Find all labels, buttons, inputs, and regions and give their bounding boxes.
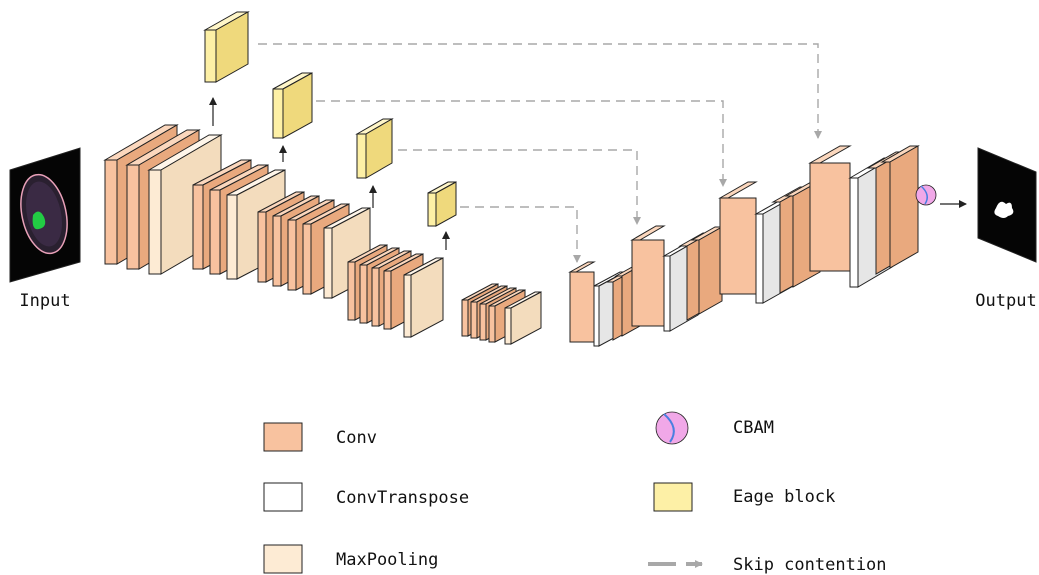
- encoder-stage-4: [348, 245, 443, 337]
- input-label: Input: [19, 291, 70, 311]
- legend-swatch-maxpool: [264, 545, 302, 573]
- legend-label-convtranspose: ConvTranspose: [336, 488, 469, 508]
- legend-label-edge: Eage block: [733, 487, 835, 507]
- legend-swatch-edge: [654, 483, 692, 511]
- legend-label-skip: Skip contention: [733, 555, 887, 575]
- legend-label-maxpool: MaxPooling: [336, 550, 438, 570]
- legend-swatch-convtranspose: [264, 483, 302, 511]
- output-label: Output: [975, 291, 1036, 311]
- edge-block-1: [205, 12, 248, 82]
- bottleneck: [462, 284, 541, 344]
- legend: Conv ConvTranspose MaxPooling CBAM Eage …: [264, 412, 887, 575]
- skip-connection-4: [460, 207, 577, 262]
- input-image: [10, 148, 80, 282]
- skip-connection-1: [258, 44, 818, 138]
- legend-swatch-conv: [264, 423, 302, 451]
- legend-label-cbam: CBAM: [733, 418, 774, 438]
- decoder-stage-4: [810, 146, 936, 287]
- legend-label-conv: Conv: [336, 428, 377, 448]
- edge-block-3: [357, 119, 392, 178]
- edge-block-2: [273, 73, 312, 138]
- edge-block-4: [428, 182, 456, 226]
- output-image: [978, 148, 1036, 262]
